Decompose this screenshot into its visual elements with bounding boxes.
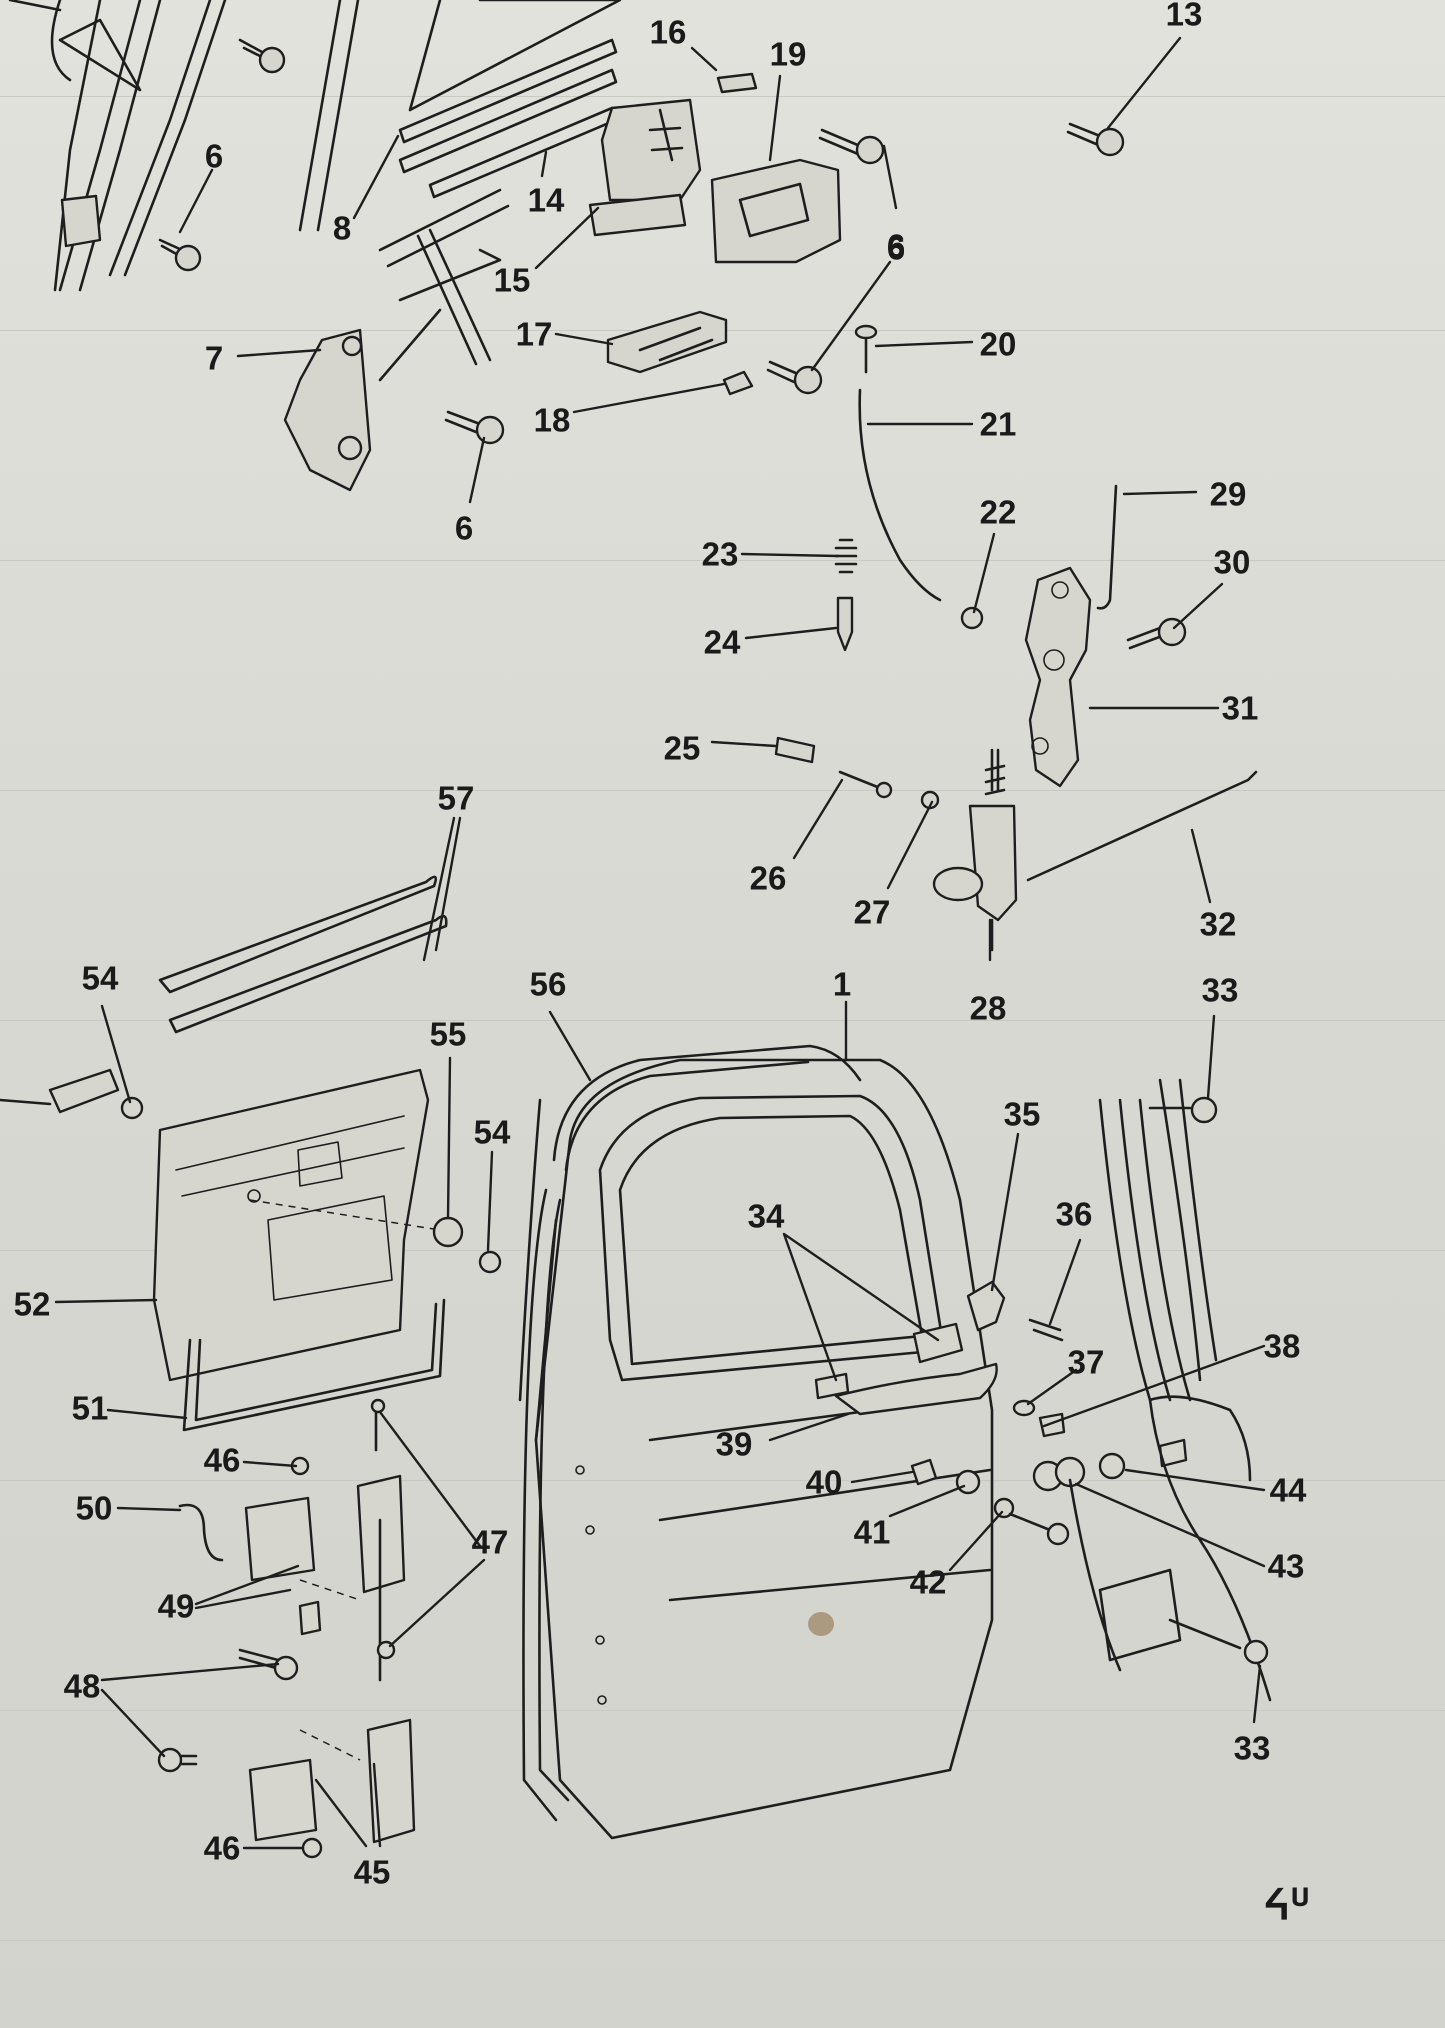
callout-number: 52	[13, 1285, 51, 1323]
callout-number: 49	[157, 1587, 195, 1625]
callout-number: 18	[533, 401, 571, 439]
trim-fasteners	[0, 1068, 502, 1274]
callout-number: 1	[832, 965, 852, 1003]
callout-number: 30	[1213, 543, 1251, 581]
callout-number: 38	[1263, 1327, 1301, 1365]
window-channel-rails	[8, 0, 227, 292]
window-regulator	[283, 188, 510, 492]
door-trim-panel	[152, 1068, 441, 1382]
callout-number: 14	[527, 181, 565, 219]
callout-number: 13	[1165, 0, 1203, 33]
callout-number: 34	[747, 1197, 785, 1235]
callout-number: 19	[769, 35, 807, 73]
callout-number: 56	[529, 965, 567, 1003]
callout-number: 35	[1003, 1095, 1041, 1133]
callout-number: 24	[703, 623, 741, 661]
callout-number: 45	[353, 1853, 391, 1891]
regulator-hinge-bracket	[588, 72, 842, 264]
door-hinges	[157, 1398, 416, 1859]
callout-number: 40	[805, 1463, 843, 1501]
callout-number: 48	[63, 1667, 101, 1705]
callout-number: 17	[515, 315, 553, 353]
callout-number: 8	[332, 209, 352, 247]
callout-number: 47	[471, 1523, 509, 1561]
page-mark: ᔦᓑ	[1264, 1880, 1310, 1929]
belt-weatherstrips	[398, 38, 618, 199]
callout-number: 39	[715, 1425, 753, 1463]
callout-number: 20	[979, 325, 1017, 363]
regulator-cam	[606, 310, 754, 396]
callout-number: 6	[886, 227, 906, 265]
paper-rule	[0, 1940, 1445, 1941]
callout-number: 7	[204, 339, 224, 377]
paper-rule	[0, 1710, 1445, 1711]
callout-number: 26	[749, 859, 787, 897]
callout-number: 57	[437, 779, 475, 817]
callout-number: 23	[701, 535, 739, 573]
callout-number: 25	[663, 729, 701, 767]
latch-rod	[1026, 770, 1258, 882]
callout-number: 21	[979, 405, 1017, 443]
callout-number: 54	[81, 959, 119, 997]
door-glass	[298, 0, 622, 232]
outside-door-handle	[814, 1280, 1064, 1416]
callout-number: 54	[473, 1113, 511, 1151]
callout-number: 31	[1221, 689, 1259, 727]
paper-rule	[0, 1250, 1445, 1251]
outside-lock-cylinder	[932, 748, 1018, 952]
door-seal	[522, 1044, 862, 1822]
window-weatherstrips	[158, 875, 448, 1034]
paper-rule	[0, 96, 1445, 97]
callout-number: 29	[1209, 475, 1247, 513]
paper-rule	[0, 560, 1445, 561]
callout-number: 32	[1199, 905, 1237, 943]
callout-number: 43	[1267, 1547, 1305, 1585]
striker-assembly	[910, 1399, 1188, 1546]
door-latch	[960, 484, 1118, 788]
lock-cylinder-parts	[774, 538, 940, 810]
callout-number: 6	[204, 137, 224, 175]
callout-number: 36	[1055, 1195, 1093, 1233]
bolt-fasteners	[158, 38, 1187, 650]
paper-stain	[808, 1612, 834, 1636]
paper-rule	[0, 790, 1445, 791]
callout-number: 6	[454, 509, 474, 547]
paper-rule	[0, 1020, 1445, 1021]
callout-number: 44	[1269, 1471, 1307, 1509]
callout-number: 15	[493, 261, 531, 299]
callout-number: 16	[649, 13, 687, 51]
lower-weatherstrip	[182, 1298, 446, 1432]
callout-number: 41	[853, 1513, 891, 1551]
callout-number: 6	[886, 229, 906, 267]
callout-number: 46	[203, 1829, 241, 1867]
callout-number: 27	[853, 893, 891, 931]
callout-number: 51	[71, 1389, 109, 1427]
callout-number: 42	[909, 1563, 947, 1601]
callout-number: 46	[203, 1441, 241, 1479]
callout-number: 33	[1233, 1729, 1271, 1767]
callout-number: 33	[1201, 971, 1239, 1009]
body-pillar	[1068, 1078, 1272, 1702]
callout-number: 55	[429, 1015, 467, 1053]
callout-number: 28	[969, 989, 1007, 1027]
paper-rule	[0, 1480, 1445, 1481]
callout-leaders	[54, 36, 1266, 1850]
door-shell	[518, 1058, 994, 1840]
callout-number: 50	[75, 1489, 113, 1527]
callout-number: 22	[979, 493, 1017, 531]
callout-number: 37	[1067, 1343, 1105, 1381]
lock-rod	[854, 324, 942, 602]
